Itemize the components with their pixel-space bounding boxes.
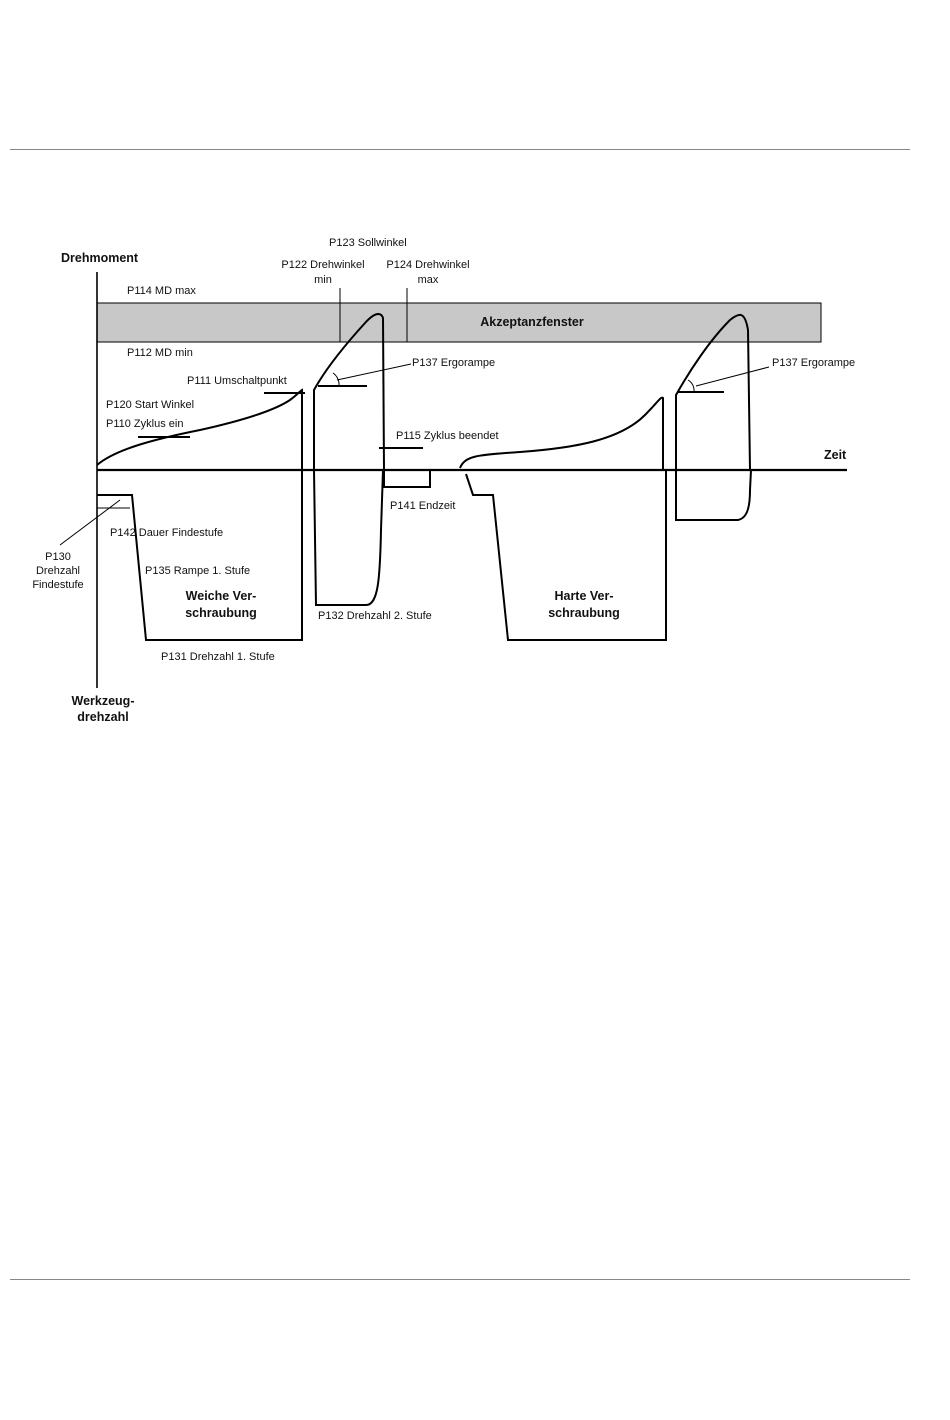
page-top-rule xyxy=(10,149,910,150)
speed-curve-soft-joint xyxy=(97,470,303,641)
p135-label: P135 Rampe 1. Stufe xyxy=(145,565,250,577)
p130-label-1: P130 xyxy=(45,551,71,563)
hard-joint-label-2: schraubung xyxy=(548,606,620,620)
ergoramp-arc-soft xyxy=(332,372,340,387)
p111-label: P111 Umschaltpunkt xyxy=(187,375,287,387)
speed-axis-label-2: drehzahl xyxy=(77,710,128,724)
p132-label: P132 Drehzahl 2. Stufe xyxy=(318,610,432,622)
p120-label: P120 Start Winkel xyxy=(106,399,194,411)
p137-label-soft: P137 Ergorampe xyxy=(412,357,495,369)
speed-curve-endtime xyxy=(383,470,431,488)
p124-label-2: max xyxy=(418,274,439,286)
torque-axis-label: Drehmoment xyxy=(61,251,139,265)
ergoramp-leader-hard xyxy=(695,366,770,387)
acceptance-window-label: Akzeptanzfenster xyxy=(480,315,584,329)
p122-label-1: P122 Drehwinkel xyxy=(281,259,364,271)
p130-label-2: Drehzahl xyxy=(36,565,80,577)
speed-axis-label-1: Werkzeug- xyxy=(72,694,135,708)
torque-curve-second-stage xyxy=(313,313,385,471)
p130-leader xyxy=(59,499,121,546)
p112-label: P112 MD min xyxy=(127,347,193,359)
p123-label: P123 Sollwinkel xyxy=(329,237,407,249)
p131-label: P131 Drehzahl 1. Stufe xyxy=(161,651,275,663)
ergoramp-leader-soft xyxy=(336,363,412,381)
torque-curve-hard-joint xyxy=(459,396,664,470)
p137-label-hard: P137 Ergorampe xyxy=(772,357,855,369)
p110-label: P110 Zyklus ein xyxy=(106,418,183,430)
p124-label-1: P124 Drehwinkel xyxy=(386,259,469,271)
p114-label: P114 MD max xyxy=(127,285,196,297)
page-bottom-rule xyxy=(10,1279,910,1280)
p141-label: P141 Endzeit xyxy=(390,500,455,512)
p130-label-3: Findestufe xyxy=(32,579,83,591)
soft-joint-label-1: Weiche Ver- xyxy=(186,589,257,603)
ergoramp-arc-hard xyxy=(687,379,695,393)
p122-label-2: min xyxy=(314,274,332,286)
p115-label: P115 Zyklus beendet xyxy=(396,430,499,442)
p142-label: P142 Dauer Findestufe xyxy=(110,527,223,539)
speed-curve-hard-joint xyxy=(465,470,667,641)
torque-curve-hard-second-stage xyxy=(675,313,751,471)
hard-joint-label-1: Harte Ver- xyxy=(554,589,613,603)
acceptance-window-band xyxy=(96,302,822,343)
soft-joint-label-2: schraubung xyxy=(185,606,257,620)
speed-curve-hard-second-stage xyxy=(675,469,752,521)
time-axis-label: Zeit xyxy=(824,448,847,462)
speed-curve-second-stage xyxy=(313,469,384,606)
